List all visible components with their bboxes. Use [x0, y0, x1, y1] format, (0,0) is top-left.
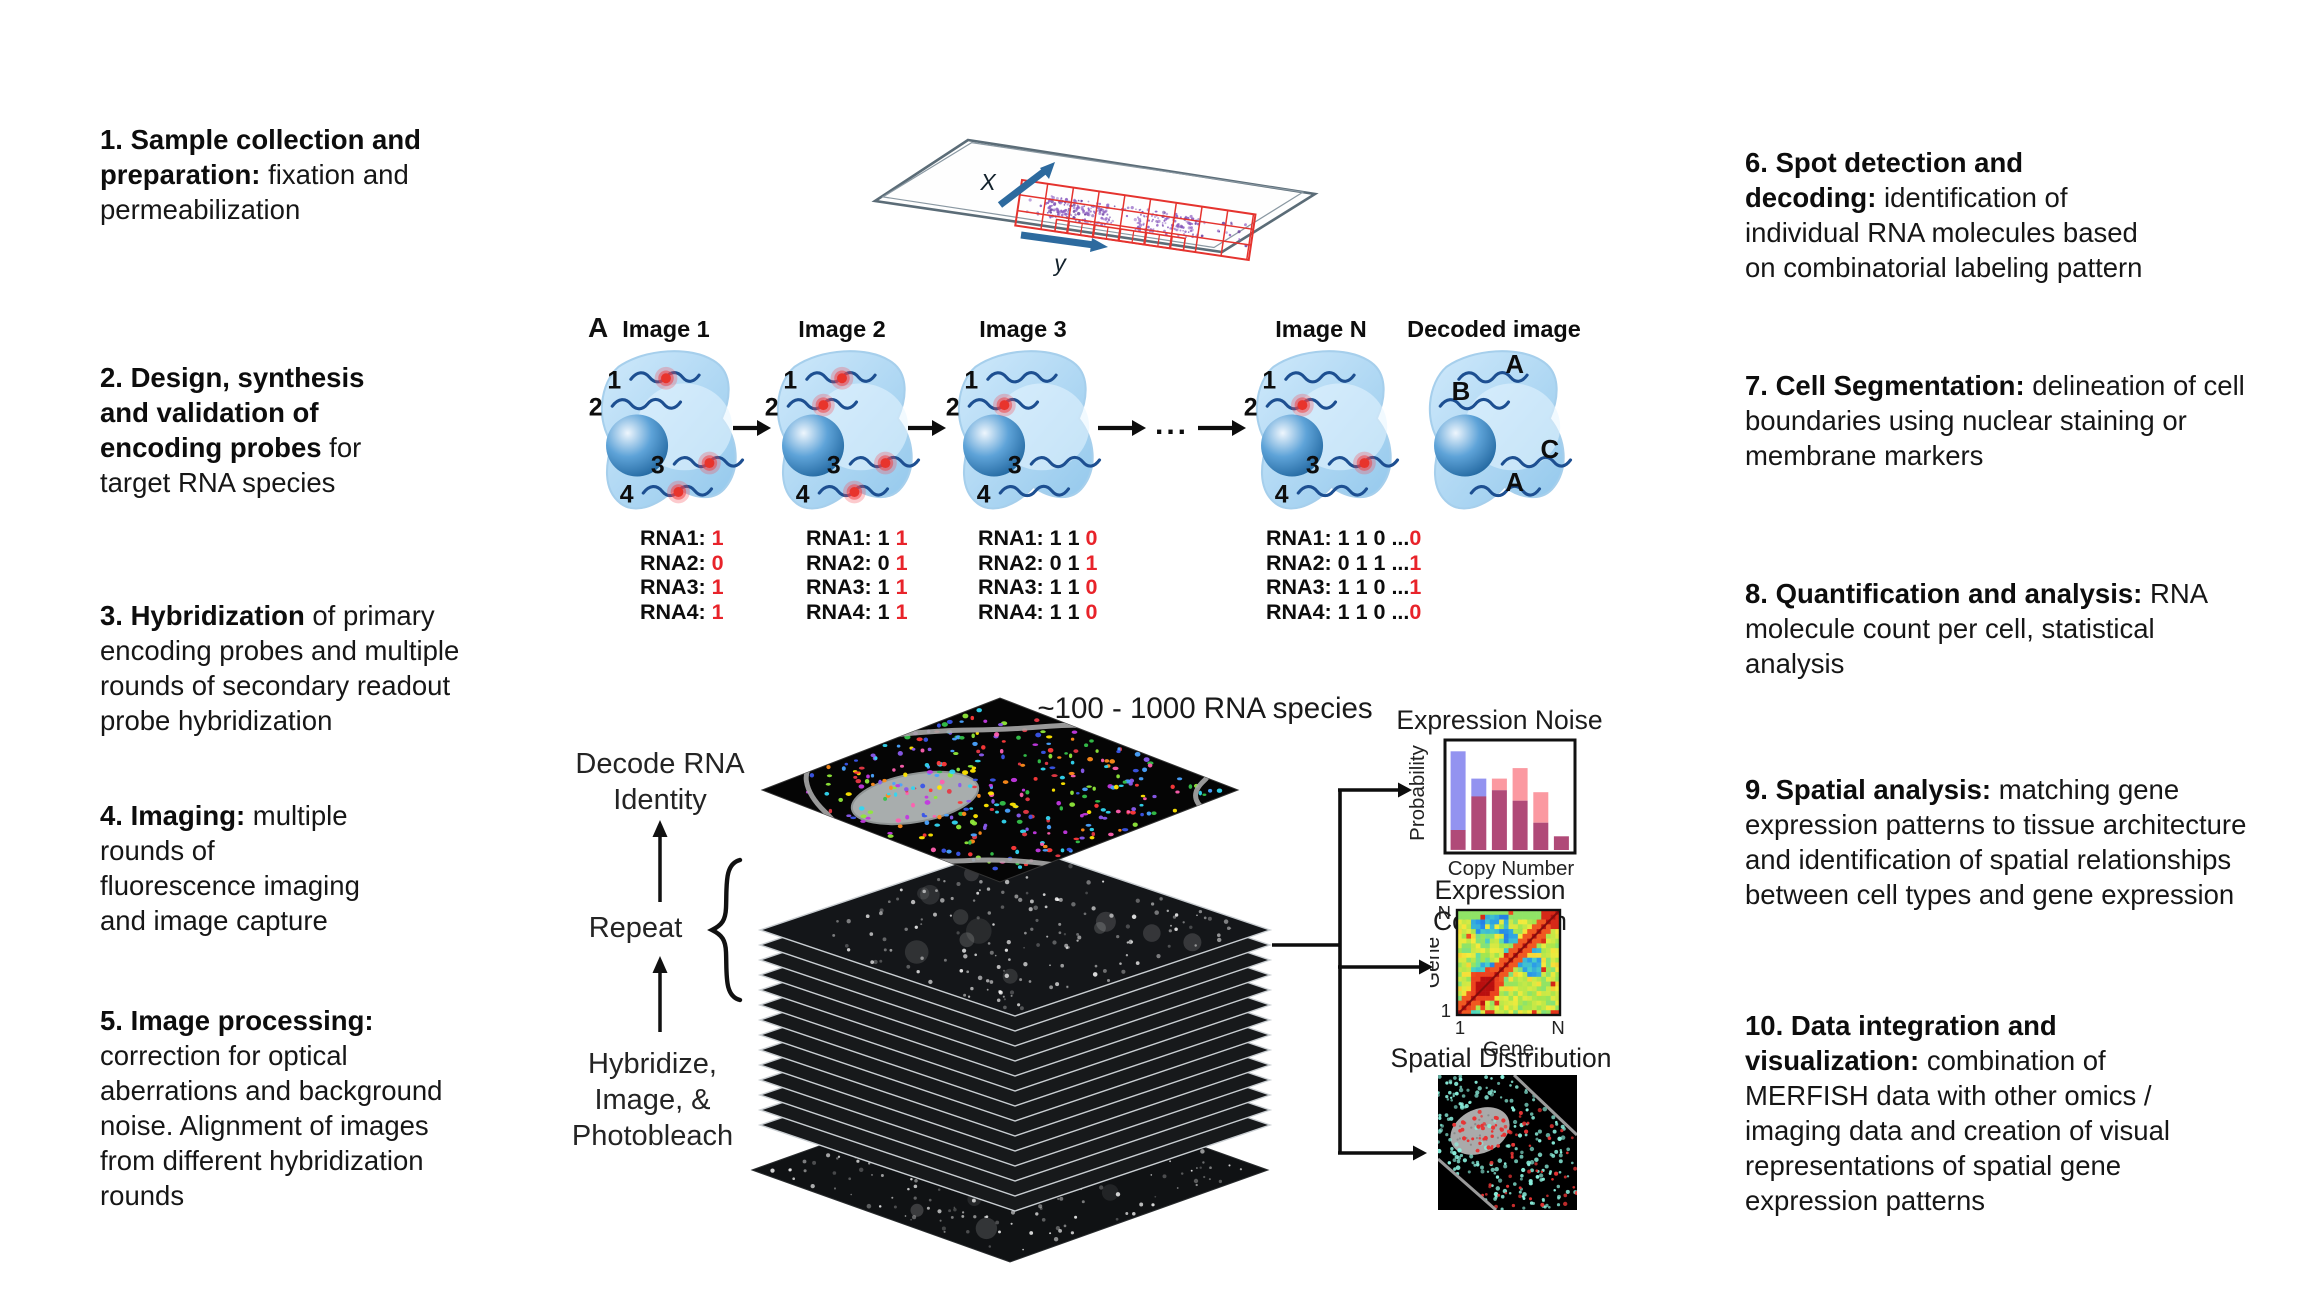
hybridize-label-line1: Hybridize,	[588, 1048, 717, 1080]
workflow-step-3: 3. Hybridization of primary encoding pro…	[100, 600, 460, 736]
rna-strand-number: 4	[977, 481, 991, 508]
decode-rna-identity-label-line2: Identity	[613, 784, 707, 816]
rna-strand-number: 2	[765, 394, 779, 421]
cell-illustration: 12 34	[946, 350, 1102, 510]
rna-strand-number: 3	[651, 452, 665, 479]
image-label: Image 2	[798, 316, 886, 342]
nucleus	[1261, 414, 1324, 477]
workflow-step-1: 1. Sample collection and preparation: fi…	[100, 124, 421, 225]
probability-axis-label: Probability	[1406, 745, 1429, 841]
rna-species-count-label: ~100 - 1000 RNA species	[1037, 692, 1373, 725]
nucleus	[606, 414, 669, 477]
rna-strand-number: 4	[620, 481, 634, 508]
repeat-brace	[707, 857, 743, 1003]
workflow-step-8: 8. Quantification and analysis: RNA mole…	[1745, 578, 2207, 679]
cov-ylabel: Gene	[1430, 937, 1444, 988]
cell-illustration: 12 34	[589, 350, 745, 510]
cov-ytick-N: N	[1438, 902, 1451, 923]
spatial-distribution-title: Spatial Distribution	[1390, 1043, 1612, 1073]
cov-xtick-1: 1	[1455, 1017, 1465, 1038]
image-label: Image 1	[622, 316, 710, 342]
decode-rna-identity-label: Decode RNA	[575, 748, 745, 780]
fluorescent-spot	[704, 458, 715, 469]
fluorescent-spot	[1297, 400, 1308, 411]
workflow-step-6: 6. Spot detection and decoding: identifi…	[1745, 147, 2143, 283]
rna-strand-number: 3	[827, 452, 841, 479]
image-label: Image 3	[979, 316, 1067, 342]
fluorescent-spot	[661, 373, 671, 384]
cell-illustration: 12 34	[765, 350, 921, 510]
rna-strand-number: 2	[946, 394, 960, 421]
rna-strand-number: 2	[1244, 394, 1258, 421]
branch-arrows	[1272, 782, 1433, 1161]
rna-strand-number: 3	[1008, 452, 1022, 479]
cov-xtick-N: N	[1551, 1017, 1564, 1038]
rna-strand-number: 3	[1306, 452, 1320, 479]
rna-strand-number: 1	[783, 368, 797, 395]
workflow-step-4: 4. Imaging: multiple rounds of fluoresce…	[100, 800, 360, 936]
arrow-right-icon	[733, 420, 771, 436]
decoded-rna-letter: A	[1505, 469, 1524, 497]
fluorescent-spot	[880, 458, 891, 469]
rna-strand-number: 4	[1275, 481, 1289, 508]
workflow-step-9: 9. Spatial analysis: matching gene expre…	[1745, 774, 2247, 910]
rna-strand-number: 4	[796, 481, 810, 508]
hybridize-label-line3: Photobleach	[571, 1120, 734, 1152]
expression-noise-title: Expression Noise	[1396, 705, 1603, 735]
arrow-up-icon	[652, 956, 668, 1032]
continuation-ellipsis: ...	[1154, 408, 1189, 441]
panel-a-label: A	[588, 312, 609, 343]
decoded-rna-letter: C	[1541, 436, 1560, 464]
image-stack	[750, 697, 1273, 1263]
workflow-step-10: 10. Data integration and visualization: …	[1745, 1010, 2170, 1216]
fluorescent-spot	[999, 400, 1010, 411]
slide-y-axis-label: y	[1052, 250, 1067, 276]
microscope-slide: Xy	[871, 138, 1319, 276]
decoded-rna-letter: A	[1505, 351, 1524, 379]
expression-noise-plot	[1443, 738, 1577, 855]
rna-strand-number: 1	[964, 368, 978, 395]
cell-illustration: 12 34	[1244, 350, 1400, 510]
fluorescent-spot	[1359, 458, 1370, 469]
fluorescent-spot	[818, 400, 829, 411]
hybridize-label-line2: Image, &	[594, 1084, 711, 1116]
copy-number-axis-label: Copy Number	[1447, 857, 1575, 880]
arrow-right-icon	[908, 420, 946, 436]
cov-xlabel: Gene	[1483, 1038, 1534, 1061]
decoded-rna-letter: B	[1452, 378, 1471, 406]
image-label: Image N	[1275, 316, 1367, 342]
rna-strand-number: 1	[1262, 368, 1276, 395]
workflow-step-5: 5. Image processing: correction for opti…	[100, 1005, 443, 1211]
repeat-label: Repeat	[588, 912, 683, 944]
image-label: Decoded image	[1407, 316, 1581, 342]
nucleus	[1434, 414, 1497, 477]
slide-x-axis-label: X	[979, 169, 997, 195]
arrow-up-icon	[652, 820, 668, 902]
fluorescent-spot	[849, 487, 860, 497]
rna-strand-number: 1	[607, 368, 621, 395]
cov-ytick-1: 1	[1441, 1000, 1451, 1021]
fluorescent-spot	[673, 487, 684, 497]
spatial-plot	[1438, 1075, 1577, 1210]
workflow-step-7: 7. Cell Segmentation: delineation of cel…	[1745, 370, 2245, 471]
nucleus	[782, 414, 845, 477]
nucleus	[963, 414, 1026, 477]
fluorescent-spot	[837, 373, 847, 384]
arrow-right-icon	[1098, 420, 1146, 436]
arrow-right-icon	[1198, 420, 1246, 436]
workflow-step-2: 2. Design, synthesis and validation of e…	[100, 362, 365, 498]
rna-strand-number: 2	[589, 394, 603, 421]
